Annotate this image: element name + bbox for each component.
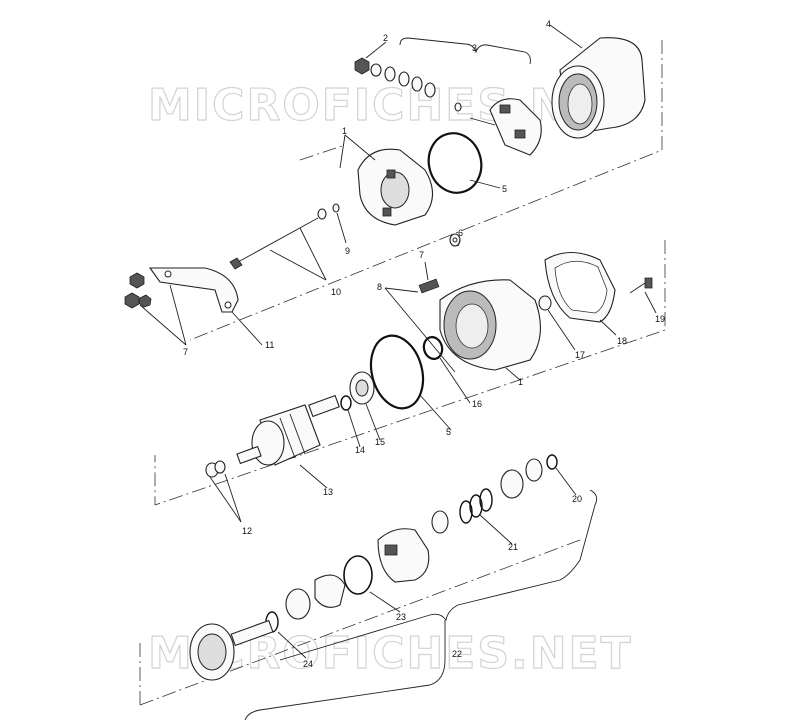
label-2: 2 [383,33,388,43]
label-22: 22 [452,649,462,659]
part-1-front-cover [357,148,434,226]
part-5-o-ring-lower [369,334,425,410]
label-9: 9 [345,246,350,256]
label-8: 8 [377,282,382,292]
label-21: 21 [508,542,518,552]
leader-lines [139,24,657,659]
part-16-o-ring [422,336,444,360]
watermark-top: MICROFICHES.NET [148,80,633,131]
label-17: 17 [575,350,585,360]
label-13: 13 [323,487,333,497]
label-16: 16 [472,399,482,409]
label-19: 19 [655,314,665,324]
label-12: 12 [242,526,252,536]
part-9-10-bolts [229,203,340,270]
part-20-21-spring-group [431,454,558,534]
part-7-bolts-left [124,272,152,309]
label-5-lower: 5 [446,427,451,437]
part-2-3-washer-stack [354,57,462,112]
part-13-armature [236,394,340,466]
label-7-left: 7 [183,347,188,357]
label-1-lower: 1 [518,377,523,387]
part-4-yoke-housing [551,37,646,139]
axis-lines [139,40,666,706]
part-5-o-ring-upper [427,132,483,194]
part-22-clutch-group [189,528,430,681]
label-11: 11 [265,340,274,350]
label-7-centre: 7 [419,250,424,260]
label-15: 15 [375,437,385,447]
label-23: 23 [396,612,406,622]
part-14-15-bearing [340,371,375,411]
label-20: 20 [572,494,582,504]
part-labels: 2 3 4 1 5 9 6 7 8 10 7 11 1 17 18 19 16 … [183,19,665,669]
label-4: 4 [546,19,551,29]
label-18: 18 [617,336,627,346]
part-1-rear-housing [439,279,541,371]
part-12-washers [205,460,226,478]
label-1-upper: 1 [342,126,347,136]
label-14: 14 [355,445,365,455]
label-3: 3 [472,43,477,53]
part-11-bracket [148,267,239,313]
part-17-18-19 [538,251,653,323]
part-3-brush-holder [469,98,542,156]
label-6: 6 [458,228,463,238]
braces [244,37,598,721]
label-24: 24 [303,659,313,669]
label-5-upper: 5 [502,184,507,194]
label-10: 10 [331,287,341,297]
